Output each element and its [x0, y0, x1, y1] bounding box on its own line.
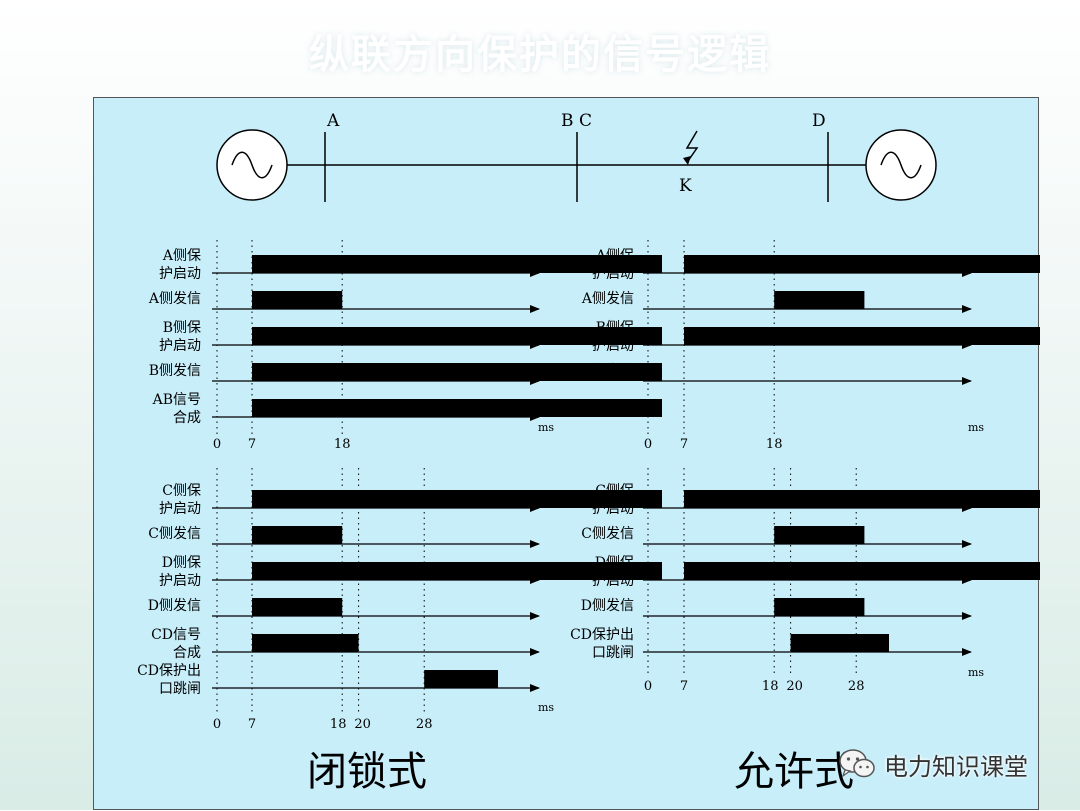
row-label: 口跳闸	[159, 681, 201, 697]
row-label: CD信号	[151, 627, 201, 643]
signal-bar	[252, 327, 662, 345]
tick-label: 18	[762, 679, 779, 694]
fault-label-k: K	[679, 176, 692, 196]
tick-label: 28	[416, 717, 433, 732]
unit-label: ms	[538, 701, 554, 714]
tick-label: 7	[248, 717, 256, 732]
bus-label-b: B	[561, 111, 574, 131]
signal-bar	[774, 526, 865, 544]
row-label: A侧发信	[148, 291, 201, 307]
tick-label: 0	[213, 717, 221, 732]
bus-label-d: D	[812, 111, 826, 131]
tick-label: 7	[248, 437, 256, 452]
row-label: 护启动	[159, 501, 201, 517]
signal-bar	[684, 255, 1040, 273]
tick-label: 20	[786, 679, 803, 694]
row-label: CD保护出	[570, 627, 634, 643]
row-label: AB信号	[152, 392, 201, 408]
ac-source-icon	[880, 151, 922, 179]
signal-bar	[424, 670, 498, 688]
signal-bar	[252, 291, 343, 309]
row-label: D侧保	[595, 555, 634, 571]
signal-bar	[252, 490, 662, 508]
right-scheme-title: 允许式	[734, 749, 854, 795]
tick-label: 0	[644, 679, 652, 694]
tick-label: 18	[334, 437, 351, 452]
signal-bar	[684, 562, 1040, 580]
row-label: B侧发信	[582, 363, 634, 379]
tick-label: 0	[644, 437, 652, 452]
row-label: A侧保	[595, 248, 634, 264]
source-left	[216, 129, 288, 201]
watermark-text: 电力知识课堂	[884, 752, 1028, 781]
row-label: 护启动	[592, 266, 634, 282]
tick-label: 7	[680, 437, 688, 452]
source-right	[865, 129, 937, 201]
signal-bar	[774, 291, 865, 309]
row-label: B侧保	[163, 320, 201, 336]
row-label: C侧保	[595, 483, 634, 499]
row-label: 护启动	[592, 338, 634, 354]
signal-bar	[774, 598, 865, 616]
signal-bar	[252, 399, 662, 417]
signal-bar	[684, 327, 1040, 345]
ac-source-icon	[231, 151, 273, 179]
row-label: C侧发信	[581, 526, 634, 542]
wechat-icon	[839, 749, 875, 778]
tick-label: 7	[680, 679, 688, 694]
unit-label: ms	[538, 421, 554, 434]
row-label: 合成	[173, 645, 201, 661]
row-label: B侧保	[596, 320, 634, 336]
tick-label: 18	[330, 717, 347, 732]
row-label: D侧保	[162, 555, 201, 571]
row-label: 护启动	[159, 338, 201, 354]
row-label: C侧发信	[148, 526, 201, 542]
tick-label: 20	[354, 717, 371, 732]
signal-bar	[790, 634, 889, 652]
row-label: 护启动	[159, 573, 201, 589]
row-label: CD保护出	[137, 663, 201, 679]
unit-label: ms	[968, 666, 984, 679]
tick-label: 28	[848, 679, 865, 694]
row-label: 护启动	[592, 573, 634, 589]
system-one-line: A B C D K	[216, 111, 937, 202]
slide-title: 纵联方向保护的信号逻辑	[309, 32, 771, 78]
signal-bar	[252, 526, 343, 544]
signal-bar	[252, 363, 662, 381]
row-label: A侧保	[162, 248, 201, 264]
watermark: 电力知识课堂	[838, 744, 1028, 784]
tick-label: 18	[766, 437, 783, 452]
row-label: 合成	[173, 410, 201, 426]
tick-label: 0	[213, 437, 221, 452]
signal-bar	[684, 490, 1040, 508]
signal-bar	[252, 255, 662, 273]
row-label: C侧保	[162, 483, 201, 499]
signal-bar	[252, 562, 662, 580]
row-label: D侧发信	[581, 598, 634, 614]
signal-bar	[252, 598, 343, 616]
row-label: D侧发信	[148, 598, 201, 614]
signal-bar	[252, 634, 359, 652]
left-scheme-title: 闭锁式	[307, 749, 427, 795]
row-label: B侧发信	[149, 363, 201, 379]
bus-label-c: C	[579, 111, 592, 131]
fault-lightning-icon	[685, 130, 699, 162]
bus-label-a: A	[326, 111, 340, 131]
row-label: 护启动	[159, 266, 201, 282]
row-label: 护启动	[592, 501, 634, 517]
row-label: 口跳闸	[592, 645, 634, 661]
unit-label: ms	[968, 421, 984, 434]
row-label: A侧发信	[581, 291, 634, 307]
